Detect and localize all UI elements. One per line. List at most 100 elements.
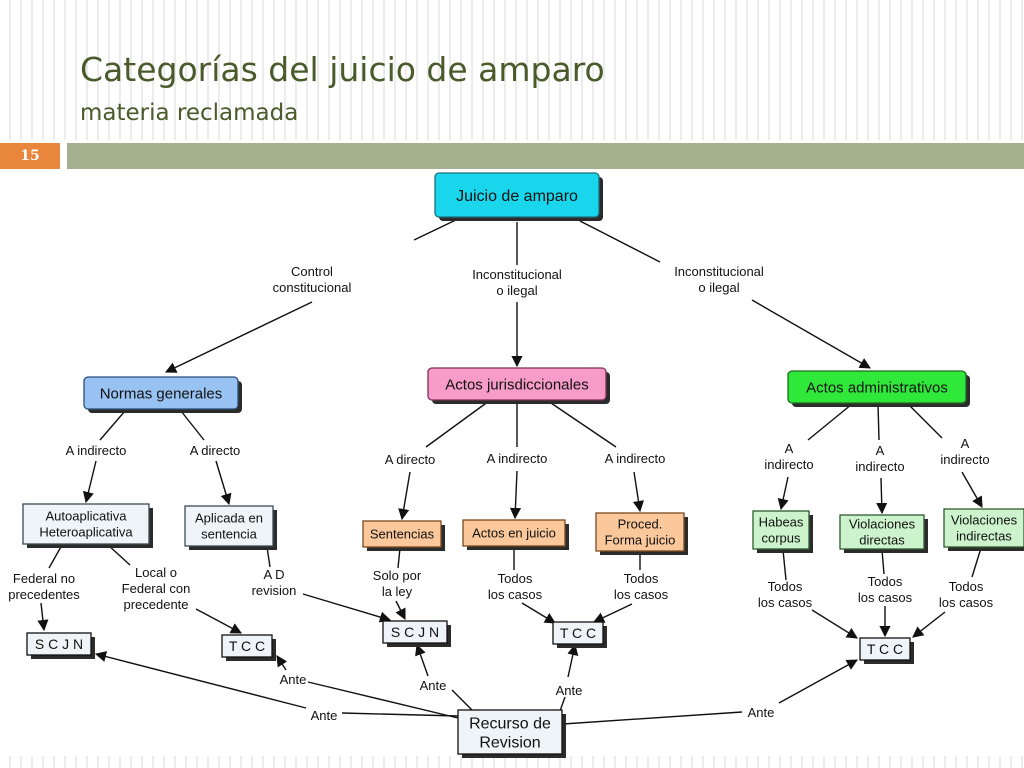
node-autoap-box — [22, 503, 150, 545]
slide-title: Categorías del juicio de amparo — [80, 50, 605, 89]
edge-label-aind3: A indirecto — [605, 451, 666, 466]
connector-vioind-todos5 — [971, 547, 982, 578]
node-actosadm: Actos administrativos — [787, 370, 970, 407]
node-proced-box — [595, 512, 685, 552]
edge-label-aind2: A indirecto — [487, 451, 548, 466]
connector-autoap-localo — [107, 544, 131, 566]
node-tcc3: T C C — [859, 637, 914, 664]
node-normas: Normas generales — [83, 376, 242, 413]
connector-adm-aind5 — [877, 403, 880, 441]
connector-sololey-scjn2 — [395, 600, 406, 621]
node-actosadm-label: Actos administrativos — [806, 379, 948, 396]
connector-aind6-vioind — [961, 471, 983, 508]
node-recurso-box — [457, 709, 563, 755]
node-tcc1-box — [221, 634, 273, 658]
node-tcc3-box — [859, 637, 911, 661]
connector-todos2-tcc2 — [592, 603, 633, 623]
connector-jur-adir2 — [425, 400, 490, 448]
connector-sentencias-sololey — [397, 547, 401, 569]
node-proced: Proced.Forma juicio — [595, 512, 688, 555]
node-normas-label: Normas generales — [100, 385, 223, 402]
node-actosjuicio-box — [462, 519, 566, 547]
connector-todos3-tcc3 — [811, 609, 858, 639]
edge-label-ante4: Ante — [556, 683, 583, 698]
connector-recurso-ante2 — [307, 681, 459, 719]
page-number-badge: 15 — [0, 143, 60, 169]
connector-normas-aind1 — [99, 410, 126, 441]
node-tcc3-label: T C C — [867, 641, 903, 657]
node-sentencias: Sentencias — [362, 520, 445, 551]
node-scjn1-label: S C J N — [35, 636, 83, 652]
node-root: Juicio de amparo — [434, 172, 603, 221]
edge-label-ante1: Ante — [311, 708, 338, 723]
node-tcc1: T C C — [221, 634, 276, 661]
connector-aind1-autoap — [82, 460, 97, 504]
edge-label-ante5: Ante — [748, 705, 775, 720]
connector-root-incons2 — [579, 220, 661, 263]
node-aplicada-box — [184, 505, 274, 547]
connector-incons2-actosadm — [751, 299, 871, 369]
connector-recurso-ante4 — [559, 696, 566, 712]
edge-label-adir2: A directo — [385, 452, 436, 467]
connector-viodir-todos4 — [881, 549, 885, 575]
node-scjn1: S C J N — [26, 632, 95, 659]
connector-ante2-tcc1 — [276, 655, 288, 671]
connector-adir1-aplicada — [215, 460, 232, 506]
connector-autoap-federalno — [48, 544, 63, 569]
node-actosjur-label: Actos jurisdiccionales — [445, 376, 588, 393]
node-viodir-box — [839, 514, 925, 550]
connector-aind4-habeas — [777, 476, 789, 511]
node-scjn2-box — [382, 620, 448, 644]
node-root-label: Juicio de amparo — [456, 188, 578, 205]
node-scjn2: S C J N — [382, 620, 451, 647]
node-tcc1-label: T C C — [229, 638, 265, 654]
node-normas-box — [83, 376, 239, 410]
connector-ante3-scjn2 — [415, 643, 429, 677]
connector-adm-aind4 — [807, 403, 853, 441]
node-habeas-box — [752, 510, 810, 550]
connector-todos1-tcc2 — [521, 602, 556, 624]
connector-adir2-sentencias — [398, 471, 411, 521]
node-scjn1-box — [26, 632, 92, 656]
connector-todos5-tcc3 — [912, 611, 946, 638]
node-proced-label: Proced.Forma juicio — [605, 517, 676, 548]
connector-root-control — [413, 217, 461, 241]
node-root-box — [434, 172, 600, 218]
connector-recurso-ante5 — [562, 711, 743, 725]
node-actosjur: Actos jurisdiccionales — [427, 367, 610, 404]
slide-divider-bar — [67, 143, 1024, 169]
connector-adm-aind6 — [907, 403, 943, 439]
node-sentencias-label: Sentencias — [370, 527, 435, 542]
edge-label-ante3: Ante — [420, 678, 447, 693]
connector-ante5-tcc3 — [778, 659, 858, 704]
edge-label-adir1: A directo — [190, 443, 241, 458]
connector-ante1-scjn1 — [94, 651, 307, 709]
connector-aplicada-adrev — [266, 546, 271, 568]
connector-habeas-todos3 — [782, 549, 787, 581]
connector-recurso-ante3 — [451, 689, 473, 711]
